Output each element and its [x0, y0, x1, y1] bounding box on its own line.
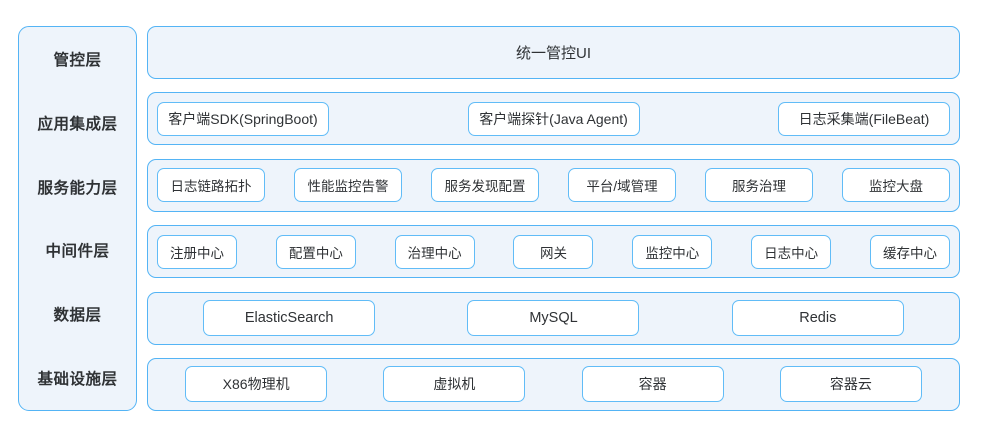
- layer-item-log-center[interactable]: 日志中心: [751, 234, 832, 269]
- layer-name-middleware: 中间件层: [19, 218, 136, 282]
- layer-name-service-capability: 服务能力层: [19, 155, 136, 219]
- layer-item-redis[interactable]: Redis: [731, 300, 904, 337]
- layer-item-governance-center[interactable]: 治理中心: [394, 234, 475, 269]
- layer-item-config-center[interactable]: 配置中心: [275, 234, 356, 269]
- layer-name-application-integration: 应用集成层: [19, 91, 136, 155]
- layer-item-gateway[interactable]: 网关: [513, 234, 594, 269]
- layer-item-client-sdk[interactable]: 客户端SDK(SpringBoot): [157, 101, 329, 136]
- layer-item-platform-domain-management[interactable]: 平台/域管理: [568, 168, 676, 203]
- layer-name-label: 应用集成层: [37, 115, 118, 133]
- layer-row-data: ElasticSearch MySQL Redis: [147, 291, 960, 345]
- layer-item-log-trace-topology[interactable]: 日志链路拓扑: [157, 168, 265, 203]
- layer-name-data: 数据层: [19, 282, 136, 346]
- layer-item-service-governance[interactable]: 服务治理: [705, 168, 813, 203]
- layer-item-virtual-machine[interactable]: 虚拟机: [383, 366, 526, 403]
- layer-name-rail: 管控层 应用集成层 服务能力层 中间件层 数据层 基础设施层: [18, 26, 137, 411]
- layer-name-management: 管控层: [19, 27, 136, 91]
- layer-rows: 统一管控UI 客户端SDK(SpringBoot) 客户端探针(Java Age…: [147, 26, 960, 411]
- layer-name-label: 中间件层: [45, 243, 110, 261]
- layer-item-service-discovery-config[interactable]: 服务发现配置: [431, 168, 539, 203]
- layer-name-label: 管控层: [53, 51, 102, 69]
- layer-row-application-integration: 客户端SDK(SpringBoot) 客户端探针(Java Agent) 日志采…: [147, 92, 960, 146]
- layer-name-label: 数据层: [53, 307, 102, 325]
- layer-name-infrastructure: 基础设施层: [19, 346, 136, 410]
- layer-name-label: 服务能力层: [37, 179, 118, 197]
- layer-item-log-collector[interactable]: 日志采集端(FileBeat): [778, 101, 950, 136]
- layer-item-mysql[interactable]: MySQL: [467, 300, 640, 337]
- layer-item-container[interactable]: 容器: [581, 366, 724, 403]
- layer-row-middleware: 注册中心 配置中心 治理中心 网关 监控中心 日志中心 缓存中心: [147, 225, 960, 279]
- layer-row-service-capability: 日志链路拓扑 性能监控告警 服务发现配置 平台/域管理 服务治理 监控大盘: [147, 158, 960, 212]
- layer-item-client-agent[interactable]: 客户端探针(Java Agent): [467, 101, 640, 136]
- layer-row-infrastructure: X86物理机 虚拟机 容器 容器云: [147, 357, 960, 411]
- layer-item-registry-center[interactable]: 注册中心: [157, 234, 237, 269]
- layer-item-x86-physical-machine[interactable]: X86物理机: [185, 366, 328, 403]
- layer-item-elasticsearch[interactable]: ElasticSearch: [203, 300, 376, 337]
- layer-item-unified-management-ui[interactable]: 统一管控UI: [515, 45, 591, 62]
- layer-name-label: 基础设施层: [37, 371, 118, 389]
- layer-item-container-cloud[interactable]: 容器云: [779, 366, 922, 403]
- layer-item-monitoring-dashboard[interactable]: 监控大盘: [842, 168, 950, 203]
- layer-row-management: 统一管控UI: [147, 26, 960, 79]
- layer-item-cache-center[interactable]: 缓存中心: [869, 234, 950, 269]
- layer-item-performance-monitoring-alerting[interactable]: 性能监控告警: [294, 168, 402, 203]
- layer-item-monitoring-center[interactable]: 监控中心: [632, 234, 713, 269]
